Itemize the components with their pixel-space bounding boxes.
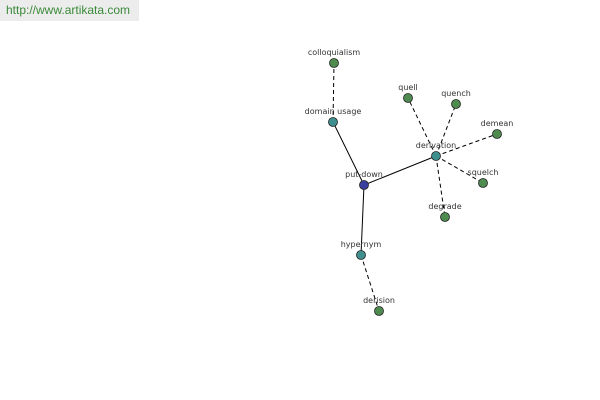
- node-circle-domain-usage[interactable]: [328, 117, 338, 127]
- node-circle-quench[interactable]: [451, 99, 461, 109]
- node-label-put-down: put-down: [345, 170, 383, 179]
- edge-domain-usage-colloquialism: [332, 62, 335, 123]
- node-put-down[interactable]: put-down: [345, 170, 383, 190]
- node-quell[interactable]: quell: [398, 83, 418, 103]
- edge-hypernym-derision: [360, 254, 380, 312]
- edge-derivation-demean: [435, 133, 498, 157]
- node-label-hypernym: hypernym: [341, 240, 382, 249]
- edge-put-down-derivation: [363, 155, 437, 186]
- edge-derivation-degrade: [435, 155, 446, 218]
- node-derision[interactable]: derision: [363, 296, 395, 316]
- node-circle-put-down[interactable]: [359, 180, 369, 190]
- site-url[interactable]: http://www.artikata.com: [0, 0, 139, 21]
- node-label-derision: derision: [363, 296, 395, 305]
- node-circle-colloquialism[interactable]: [329, 58, 339, 68]
- edge-derivation-quell: [407, 97, 437, 157]
- node-label-quell: quell: [398, 83, 418, 92]
- node-label-demean: demean: [481, 119, 514, 128]
- node-label-squelch: squelch: [468, 168, 499, 177]
- node-label-degrade: degrade: [428, 202, 461, 211]
- node-label-derivation: derivation: [416, 141, 456, 150]
- node-derivation[interactable]: derivation: [416, 141, 456, 161]
- node-circle-squelch[interactable]: [478, 178, 488, 188]
- edge-derivation-squelch: [435, 155, 484, 184]
- node-demean[interactable]: demean: [481, 119, 514, 139]
- node-circle-degrade[interactable]: [440, 212, 450, 222]
- node-circle-derivation[interactable]: [431, 151, 441, 161]
- node-squelch[interactable]: squelch: [468, 168, 499, 188]
- edge-put-down-domain-usage: [332, 121, 365, 186]
- node-label-quench: quench: [441, 89, 471, 98]
- node-circle-hypernym[interactable]: [356, 250, 366, 260]
- node-circle-demean[interactable]: [492, 129, 502, 139]
- node-label-colloquialism: colloquialism: [308, 48, 361, 57]
- node-label-domain-usage: domain usage: [305, 107, 362, 116]
- node-circle-derision[interactable]: [374, 306, 384, 316]
- node-quench[interactable]: quench: [441, 89, 471, 109]
- edges-layer: [332, 62, 498, 312]
- node-hypernym[interactable]: hypernym: [341, 240, 382, 260]
- node-degrade[interactable]: degrade: [428, 202, 462, 222]
- nodes-layer: put-down domain usage derivation hypernym co…: [305, 48, 514, 316]
- edge-put-down-hypernym: [360, 184, 365, 256]
- edge-derivation-quench: [435, 103, 457, 157]
- node-domain-usage[interactable]: domain usage: [305, 107, 362, 127]
- node-circle-quell[interactable]: [403, 93, 413, 103]
- node-colloquialism[interactable]: colloquialism: [308, 48, 361, 68]
